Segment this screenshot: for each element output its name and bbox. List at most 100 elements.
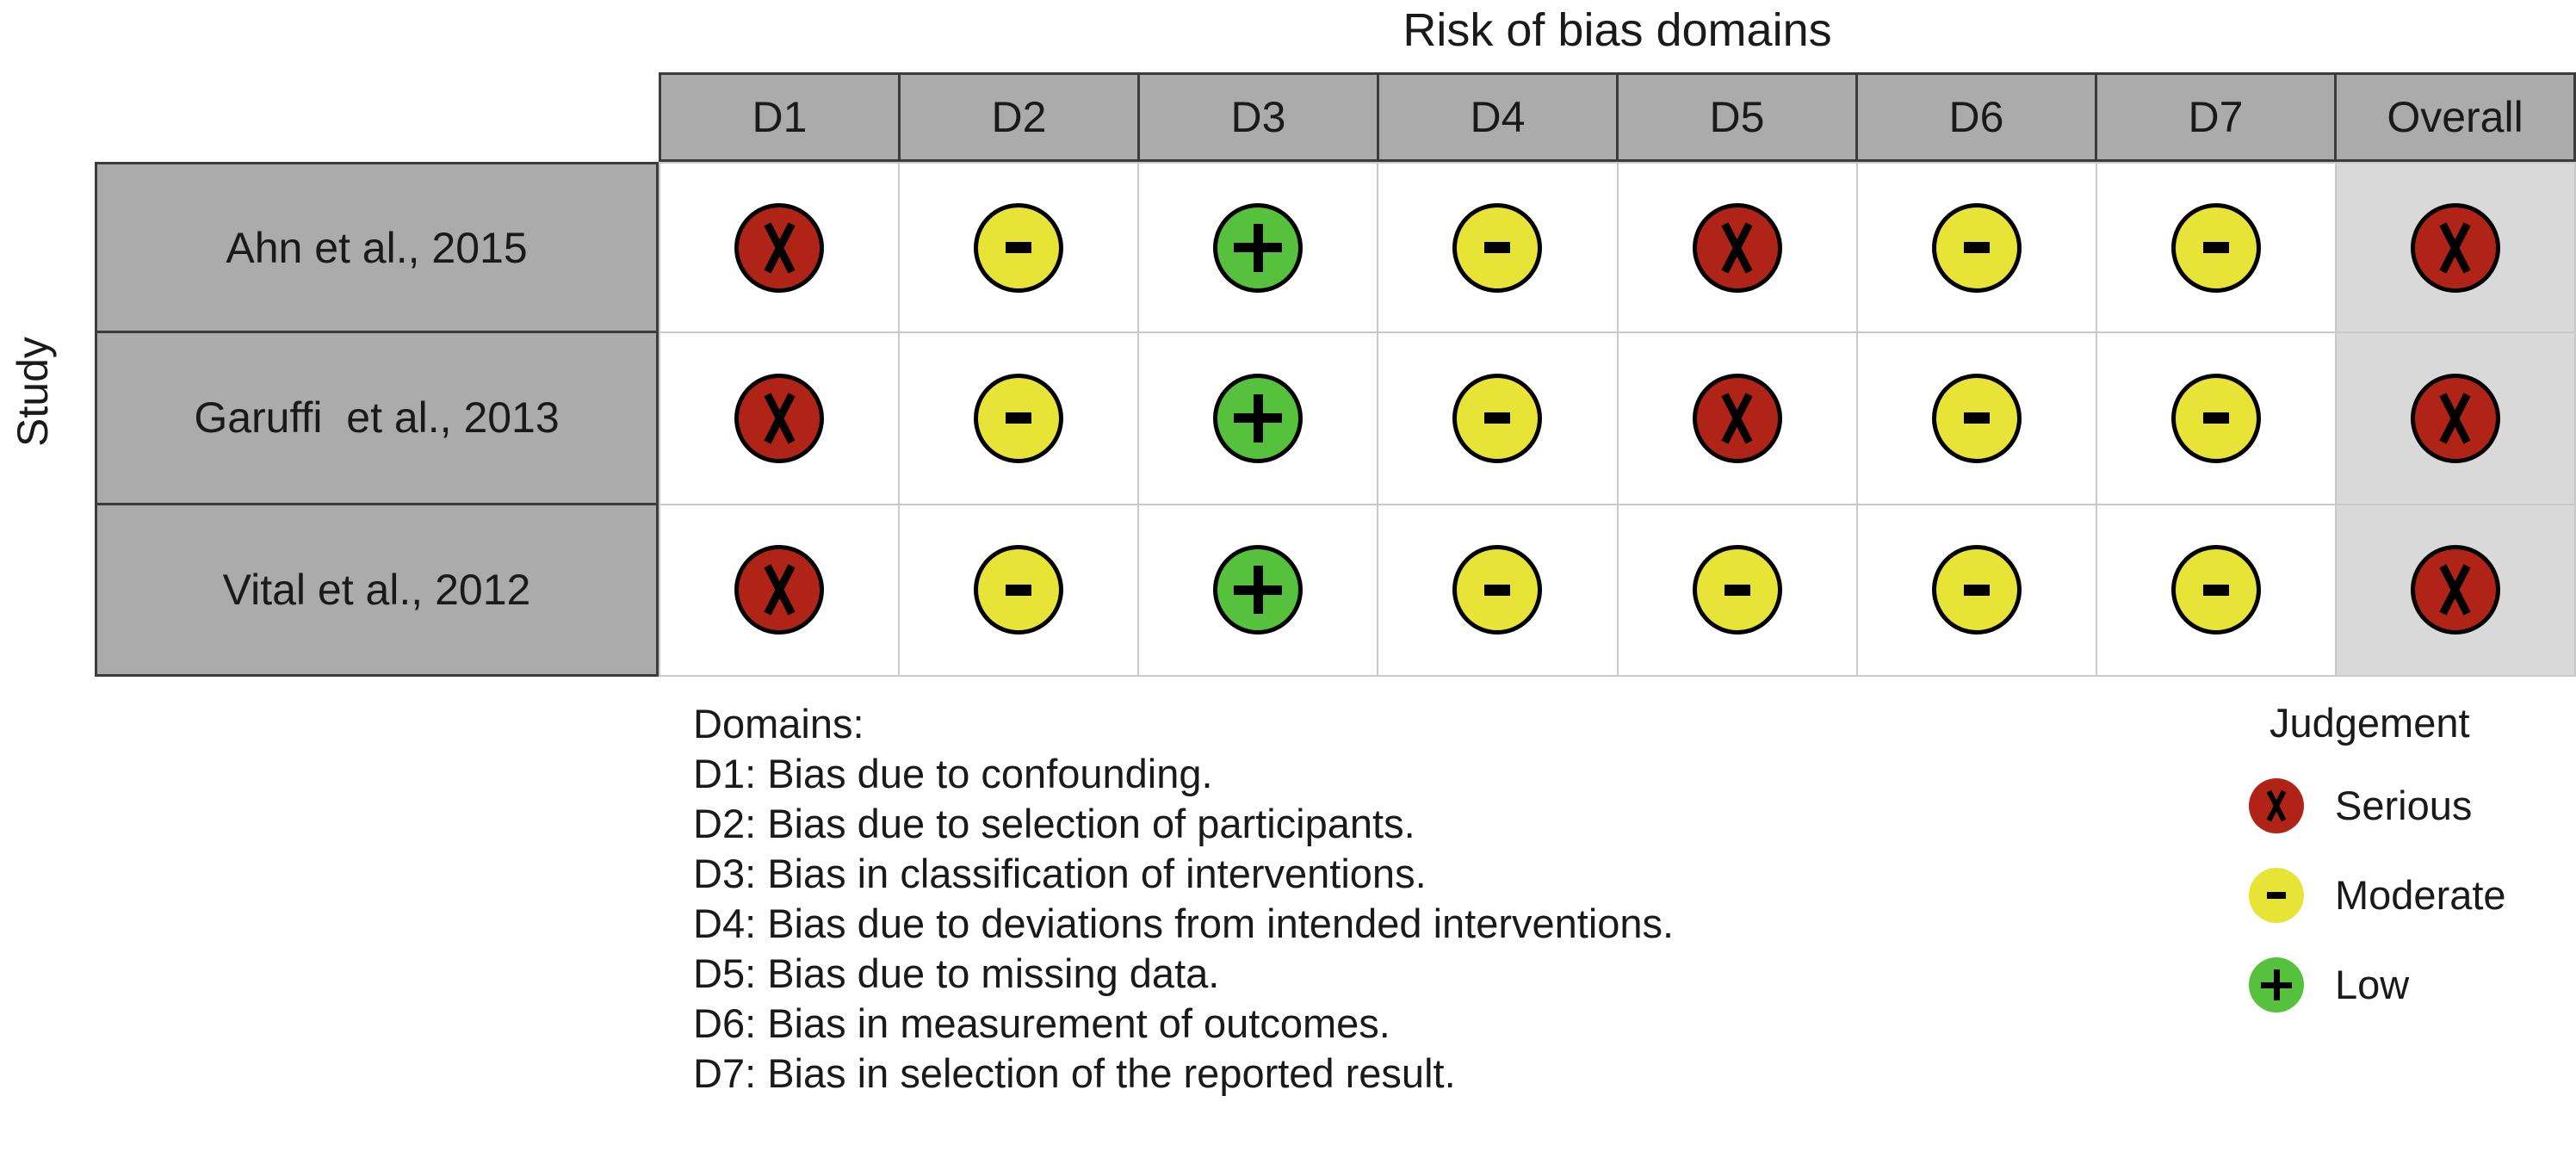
domain-description-d4: D4: Bias due to deviations from intended… — [693, 901, 1675, 946]
minus-glyph — [1963, 584, 1990, 596]
cell-d7[interactable] — [2095, 162, 2337, 334]
judgement-serious-icon[interactable] — [1692, 373, 1782, 463]
cell-d4[interactable] — [1377, 503, 1619, 677]
cell-d4[interactable] — [1377, 162, 1619, 334]
plus-glyph — [2261, 969, 2292, 1000]
x-glyph — [1711, 221, 1764, 275]
page-title: Risk of bias domains — [1403, 4, 1832, 56]
cell-d5[interactable] — [1616, 331, 1858, 505]
minus-glyph — [2202, 584, 2229, 596]
judgement-serious-icon[interactable] — [2410, 373, 2500, 463]
judgement-moderate-icon[interactable] — [974, 373, 1064, 463]
cell-d2[interactable] — [898, 331, 1140, 505]
x-glyph — [1711, 392, 1764, 445]
cell-d4[interactable] — [1377, 331, 1619, 505]
plus-glyph — [1234, 223, 1283, 272]
judgement-moderate-icon[interactable] — [2170, 545, 2261, 635]
domain-description-d2: D2: Bias due to selection of participant… — [693, 801, 1415, 846]
domain-description-d3: D3: Bias in classification of interventi… — [693, 851, 1427, 896]
minus-glyph — [2202, 242, 2229, 254]
judgement-serious-icon[interactable] — [2410, 202, 2500, 293]
cell-d3[interactable] — [1137, 503, 1379, 677]
cell-d3[interactable] — [1137, 162, 1379, 334]
judgement-legend: Judgement Serious Moderate Low — [2249, 699, 2576, 1030]
judgement-moderate-icon[interactable] — [2170, 373, 2261, 463]
legend-item-low[interactable]: Low — [2249, 940, 2576, 1030]
cell-d6[interactable] — [1855, 331, 2097, 505]
x-glyph — [2429, 221, 2482, 275]
judgement-moderate-icon[interactable] — [1931, 373, 2022, 463]
judgement-serious-icon[interactable] — [734, 373, 825, 463]
judgement-moderate-icon[interactable] — [1452, 545, 1543, 635]
domain-description-d1: D1: Bias due to confounding. — [693, 751, 1213, 796]
table-row: Ahn et al., 2015 — [95, 162, 2576, 334]
judgement-moderate-icon[interactable] — [974, 545, 1064, 635]
judgement-serious-icon[interactable] — [734, 202, 825, 293]
cell-d1[interactable] — [659, 503, 901, 677]
minus-glyph — [1006, 584, 1032, 596]
risk-of-bias-table: D1 D2 D3 D4 D5 D6 D7 Overall Ahn et al.,… — [95, 72, 2576, 677]
table-row: Vital et al., 2012 — [95, 502, 2576, 677]
cell-d1[interactable] — [659, 162, 901, 334]
judgement-low-icon[interactable] — [1213, 202, 1303, 293]
table-body: Ahn et al., 2015 — [95, 162, 2576, 677]
judgement-moderate-icon[interactable] — [1692, 545, 1782, 635]
judgement-low-icon[interactable] — [1213, 373, 1303, 463]
column-header-d4[interactable]: D4 — [1377, 72, 1619, 162]
judgement-moderate-icon[interactable] — [2170, 202, 2261, 293]
study-label[interactable]: Ahn et al., 2015 — [95, 162, 659, 334]
column-header-d3[interactable]: D3 — [1137, 72, 1379, 162]
cell-overall[interactable] — [2334, 162, 2576, 334]
judgement-cells — [659, 162, 2576, 334]
judgement-moderate-icon[interactable] — [1931, 202, 2022, 293]
column-header-d1[interactable]: D1 — [659, 72, 901, 162]
judgement-moderate-icon — [2249, 868, 2304, 923]
judgement-low-icon[interactable] — [1213, 545, 1303, 635]
domains-caption-heading: Domains: — [693, 701, 864, 746]
minus-glyph — [1006, 242, 1032, 254]
judgement-moderate-icon[interactable] — [1452, 373, 1543, 463]
cell-d1[interactable] — [659, 331, 901, 505]
judgement-moderate-icon[interactable] — [974, 202, 1064, 293]
cell-d3[interactable] — [1137, 331, 1379, 505]
x-glyph — [2429, 392, 2482, 445]
cell-d2[interactable] — [898, 162, 1140, 334]
column-header-d7[interactable]: D7 — [2095, 72, 2337, 162]
cell-d6[interactable] — [1855, 503, 2097, 677]
minus-glyph — [1484, 242, 1511, 254]
minus-glyph — [1724, 584, 1750, 596]
column-header-d5[interactable]: D5 — [1616, 72, 1858, 162]
minus-glyph — [2202, 412, 2229, 424]
judgement-moderate-icon[interactable] — [1452, 202, 1543, 293]
study-label[interactable]: Vital et al., 2012 — [95, 502, 659, 677]
cell-d6[interactable] — [1855, 162, 2097, 334]
cell-overall[interactable] — [2334, 503, 2576, 677]
minus-glyph — [1963, 412, 1990, 424]
plus-glyph — [1234, 393, 1283, 443]
legend-item-moderate[interactable]: Moderate — [2249, 851, 2576, 940]
judgement-moderate-icon[interactable] — [1931, 545, 2022, 635]
column-header-d6[interactable]: D6 — [1855, 72, 2097, 162]
judgement-serious-icon[interactable] — [1692, 202, 1782, 293]
cell-d7[interactable] — [2095, 331, 2337, 505]
judgement-serious-icon[interactable] — [2410, 545, 2500, 635]
minus-glyph — [1006, 412, 1032, 424]
cell-d5[interactable] — [1616, 162, 1858, 334]
cell-d7[interactable] — [2095, 503, 2337, 677]
cell-overall[interactable] — [2334, 331, 2576, 505]
minus-glyph — [1484, 412, 1511, 424]
cell-d5[interactable] — [1616, 503, 1858, 677]
study-label[interactable]: Garuffi et al., 2013 — [95, 331, 659, 505]
legend-item-serious[interactable]: Serious — [2249, 761, 2576, 851]
x-glyph — [752, 392, 806, 445]
legend-label-moderate: Moderate — [2335, 872, 2506, 918]
domains-caption: Domains: D1: Bias due to confounding. D2… — [693, 699, 1674, 1099]
legend-label-low: Low — [2335, 962, 2410, 1007]
column-header-overall[interactable]: Overall — [2334, 72, 2576, 162]
cell-d2[interactable] — [898, 503, 1140, 677]
judgement-serious-icon[interactable] — [734, 545, 825, 635]
domain-description-d5: D5: Bias due to missing data. — [693, 950, 1220, 996]
domain-description-d7: D7: Bias in selection of the reported re… — [693, 1050, 1456, 1096]
judgement-low-icon — [2249, 957, 2304, 1012]
column-header-d2[interactable]: D2 — [898, 72, 1140, 162]
